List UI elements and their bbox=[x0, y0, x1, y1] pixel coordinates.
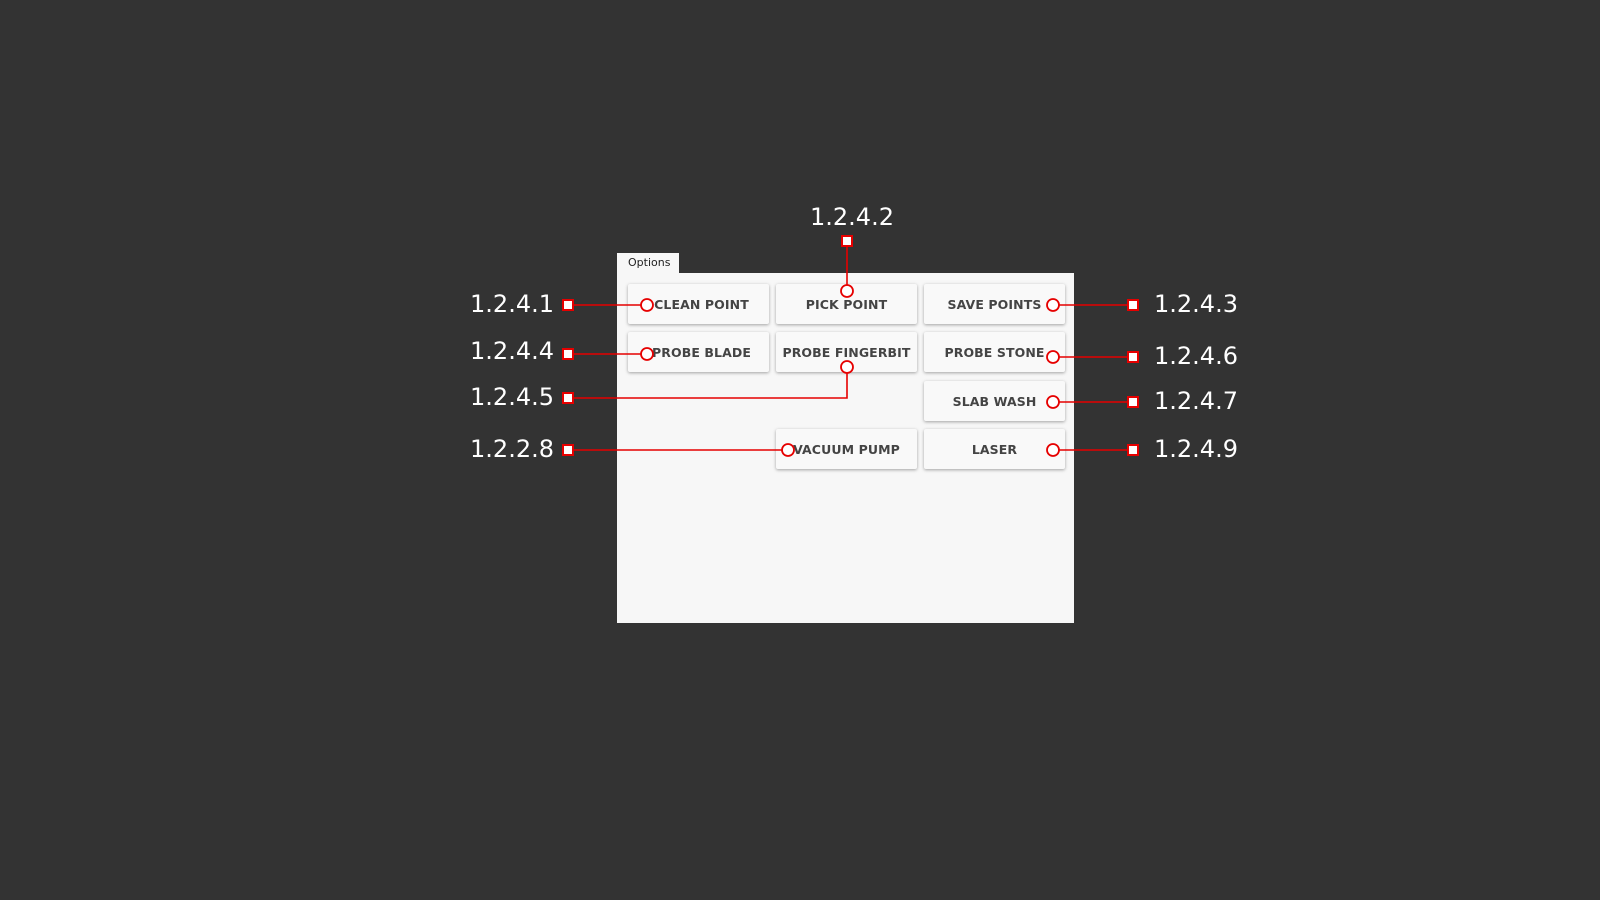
slab-wash-button[interactable]: SLAB WASH bbox=[924, 381, 1065, 421]
callout-end-1246 bbox=[1127, 351, 1139, 363]
callout-end-1245 bbox=[562, 392, 574, 404]
callout-label-1228: 1.2.2.8 bbox=[470, 435, 554, 463]
probe-fingerbit-button[interactable]: PROBE FINGERBIT bbox=[776, 332, 917, 372]
callout-end-1244 bbox=[562, 348, 574, 360]
tab-options-label: Options bbox=[628, 256, 671, 269]
callout-label-1249: 1.2.4.9 bbox=[1154, 435, 1238, 463]
clean-point-label: CLEAN POINT bbox=[654, 296, 749, 312]
vacuum-pump-button[interactable]: VACUUM PUMP bbox=[776, 429, 917, 469]
callout-label-1244: 1.2.4.4 bbox=[470, 337, 554, 365]
callout-end-1247 bbox=[1127, 396, 1139, 408]
pick-point-button[interactable]: PICK POINT bbox=[776, 284, 917, 324]
callout-label-1247: 1.2.4.7 bbox=[1154, 387, 1238, 415]
callout-label-1242: 1.2.4.2 bbox=[810, 203, 894, 231]
callout-end-1228 bbox=[562, 444, 574, 456]
save-points-label: SAVE POINTS bbox=[947, 296, 1042, 312]
probe-blade-button[interactable]: PROBE BLADE bbox=[628, 332, 769, 372]
callout-end-1249 bbox=[1127, 444, 1139, 456]
pick-point-label: PICK POINT bbox=[805, 296, 888, 312]
probe-blade-label: PROBE BLADE bbox=[651, 344, 751, 360]
clean-point-button[interactable]: CLEAN POINT bbox=[628, 284, 769, 324]
callout-label-1243: 1.2.4.3 bbox=[1154, 290, 1238, 318]
laser-label: LASER bbox=[971, 441, 1018, 457]
probe-fingerbit-label: PROBE FINGERBIT bbox=[782, 344, 911, 360]
callout-end-1241 bbox=[562, 299, 574, 311]
slab-wash-label: SLAB WASH bbox=[952, 393, 1037, 409]
callout-label-1241: 1.2.4.1 bbox=[470, 290, 554, 318]
vacuum-pump-label: VACUUM PUMP bbox=[793, 441, 900, 457]
callout-end-1242 bbox=[841, 235, 853, 247]
probe-stone-label: PROBE STONE bbox=[944, 344, 1045, 360]
callout-label-1245: 1.2.4.5 bbox=[470, 383, 554, 411]
laser-button[interactable]: LASER bbox=[924, 429, 1065, 469]
callout-label-1246: 1.2.4.6 bbox=[1154, 342, 1238, 370]
tab-options[interactable]: Options bbox=[617, 253, 679, 273]
callout-end-1243 bbox=[1127, 299, 1139, 311]
save-points-button[interactable]: SAVE POINTS bbox=[924, 284, 1065, 324]
probe-stone-button[interactable]: PROBE STONE bbox=[924, 332, 1065, 372]
